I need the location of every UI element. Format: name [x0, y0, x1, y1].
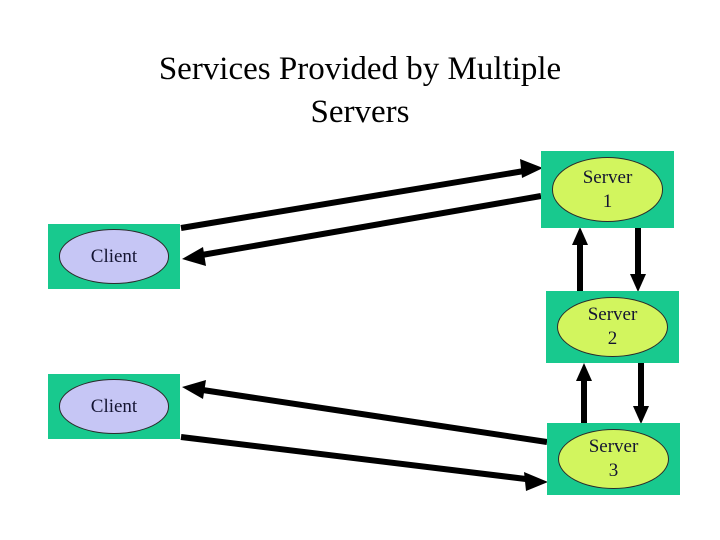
arrow-server2-to-server3 [633, 363, 649, 424]
node-server-2[interactable]: Server 2 [546, 291, 679, 363]
server-3-label: Server 3 [588, 436, 639, 481]
arrow-server1-to-server2 [630, 228, 646, 292]
arrow-server1-to-client1 [182, 193, 542, 266]
server-1-label: Server 1 [582, 166, 633, 212]
client-2-ellipse [58, 379, 170, 434]
server-2-ellipse [556, 296, 669, 358]
client-2-label: Client [90, 395, 138, 417]
client-1-ellipse [58, 229, 170, 284]
server-1-ellipse [551, 157, 664, 222]
arrow-client1-to-server1 [180, 159, 543, 231]
arrow-server2-to-server1 [572, 227, 588, 292]
server-3-ellipse [557, 428, 670, 490]
node-server-3[interactable]: Server 3 [547, 423, 680, 495]
node-client-2[interactable]: Client [48, 374, 180, 439]
arrow-server3-to-client2 [182, 380, 548, 445]
node-server-1[interactable]: Server 1 [541, 151, 674, 228]
client-1-label: Client [90, 245, 138, 267]
server-2-label: Server 2 [587, 304, 638, 349]
arrow-server3-to-server2 [576, 363, 592, 424]
arrow-client2-to-server3 [180, 434, 548, 491]
page-title: Services Provided by Multiple Servers [158, 51, 562, 130]
node-client-1[interactable]: Client [48, 224, 180, 289]
